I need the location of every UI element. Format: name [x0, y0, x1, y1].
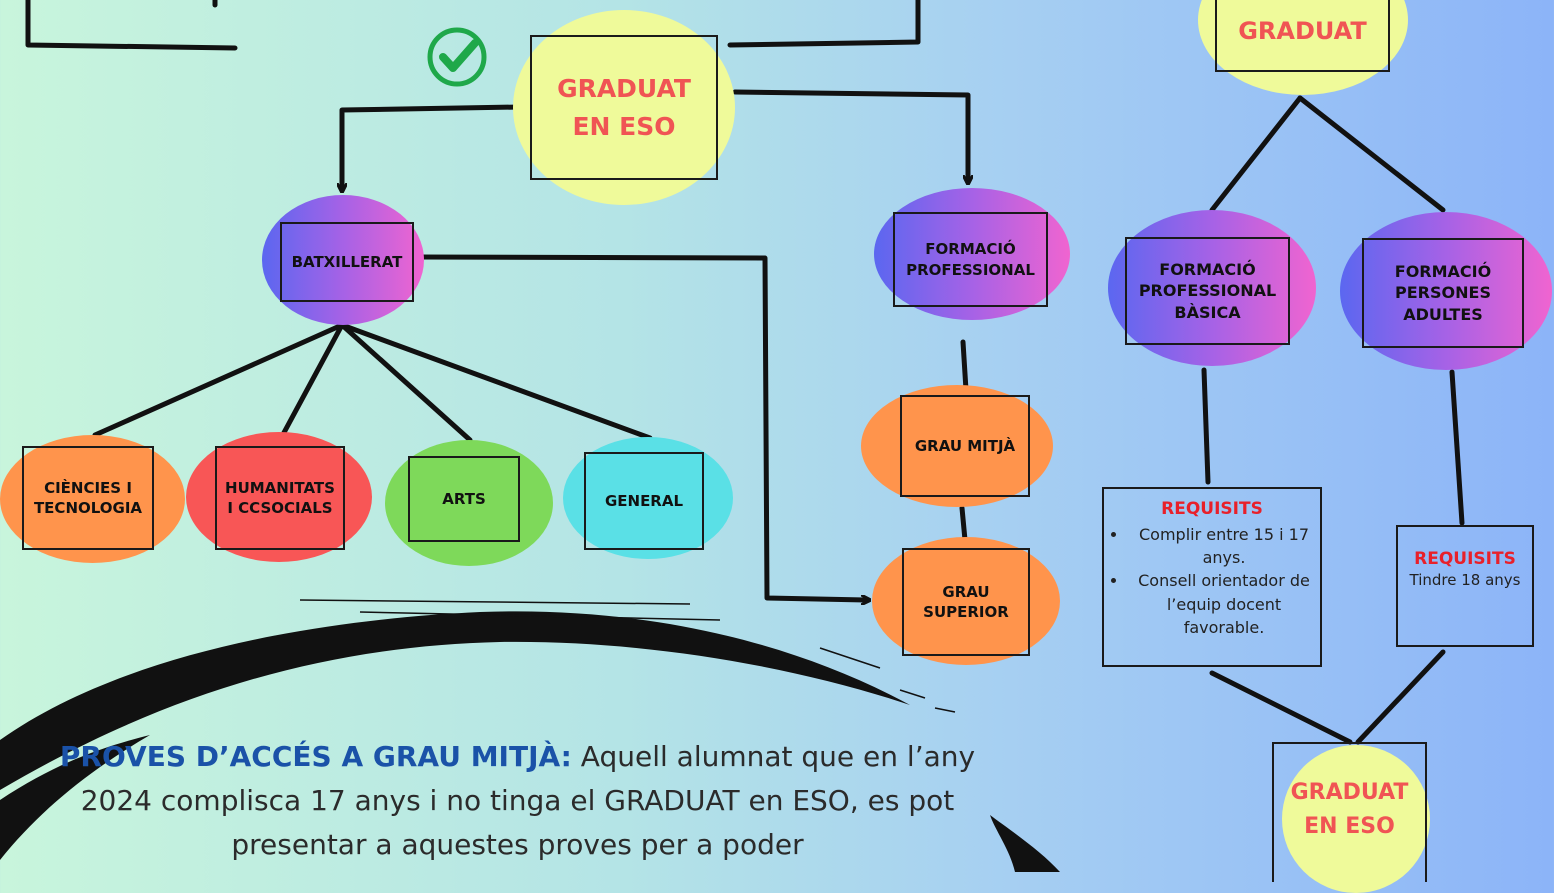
node-batxillerat-bg: [262, 195, 424, 325]
node-fp-bg: [874, 188, 1070, 320]
requisits-adults-title: REQUISITS: [1414, 549, 1516, 569]
line-to-humanitats: [277, 322, 345, 443]
node-arts: ARTS: [408, 456, 520, 542]
top-frame-left: [25, 0, 238, 51]
node-batxillerat-label: BATXILLERAT: [291, 252, 403, 271]
node-batxillerat: BATXILLERAT: [280, 222, 414, 302]
line-batx-to-gs: [415, 254, 866, 600]
node-graduat-eso-bottom: GRADUAT EN ESO: [1272, 742, 1427, 882]
requisits-fpb-list: Complir entre 15 i 17 anys. Consell orie…: [1104, 523, 1320, 639]
node-ciencies: CIÈNCIES I TECNOLOGIA: [22, 446, 154, 550]
node-grau-superior-label: GRAU SUPERIOR: [923, 582, 1009, 621]
top-frame-connector: [727, 0, 921, 48]
node-arts-label: ARTS: [442, 489, 486, 508]
node-humanitats-label: HUMANITATS I CCSOCIALS: [225, 478, 335, 517]
line-gm-to-gs: [959, 505, 968, 543]
node-graduat-eso-bottom-label: GRADUAT EN ESO: [1290, 780, 1409, 839]
proves-acces-title: PROVES D’ACCÉS A GRAU MITJÀ:: [59, 740, 572, 773]
node-humanitats: HUMANITATS I CCSOCIALS: [215, 446, 345, 550]
node-top-graduat: GRADUAT: [1215, 0, 1390, 72]
requisits-fpb-item: Consell orientador de l’equip docent fav…: [1128, 569, 1320, 639]
line-to-general: [339, 322, 653, 441]
node-graduat-eso-bottom-bg: [1282, 745, 1430, 893]
requisits-adults-box: REQUISITS Tindre 18 anys: [1396, 525, 1534, 647]
requisits-fpb-title: REQUISITS: [1161, 499, 1263, 519]
line-fp-to-gm: [960, 339, 969, 393]
line-adults-to-req: [1449, 369, 1465, 526]
line-fpb-to-req: [1201, 367, 1211, 485]
node-general: GENERAL: [584, 452, 704, 550]
node-adults-label: FORMACIÓ PERSONES ADULTES: [1394, 261, 1492, 324]
node-general-bg: [563, 437, 733, 559]
node-adults: FORMACIÓ PERSONES ADULTES: [1362, 238, 1524, 348]
node-graduat-eso: GRADUAT EN ESO: [530, 35, 718, 180]
node-arts-bg: [385, 440, 553, 566]
line-to-ciencies: [92, 322, 345, 438]
node-grau-mitja-bg: [861, 385, 1053, 507]
requisits-adults-text: Tindre 18 anys: [1409, 571, 1521, 589]
node-fpb-bg: [1108, 210, 1316, 366]
node-top-graduat-label: GRADUAT: [1238, 17, 1367, 45]
line-to-arts: [339, 322, 473, 443]
requisits-fpb-box: REQUISITS Complir entre 15 i 17 anys. Co…: [1102, 487, 1322, 667]
node-graduat-eso-bg: [513, 10, 735, 205]
connector-lines: [0, 0, 1465, 872]
node-fpb-label: FORMACIÓ PROFESSIONAL BÀSICA: [1138, 259, 1277, 322]
node-graduat-eso-label: GRADUAT EN ESO: [557, 73, 691, 141]
line-graduat-right: [1297, 95, 1446, 213]
line-graduat-left: [1209, 95, 1303, 213]
line-to-batxillerat: [342, 104, 523, 188]
node-ciencies-bg: [0, 435, 185, 563]
node-grau-mitja-label: GRAU MITJÀ: [914, 436, 1016, 455]
brush-stroke: [0, 611, 1060, 872]
check-circle-icon: [427, 27, 487, 87]
line-req-to-eso-left: [1209, 670, 1353, 745]
node-general-label: GENERAL: [604, 491, 684, 510]
proves-acces-body: Aquell alumnat que en l’any 2024 complis…: [80, 740, 976, 861]
node-grau-superior: GRAU SUPERIOR: [902, 548, 1030, 656]
node-fp-label: FORMACIÓ PROFESSIONAL: [906, 240, 1035, 279]
line-to-fp: [732, 89, 968, 180]
requisits-fpb-item: Complir entre 15 i 17 anys.: [1128, 523, 1320, 569]
proves-acces-text: PROVES D’ACCÉS A GRAU MITJÀ: Aquell alum…: [55, 735, 980, 867]
node-ciencies-label: CIÈNCIES I TECNOLOGIA: [33, 478, 143, 517]
node-fpb: FORMACIÓ PROFESSIONAL BÀSICA: [1125, 237, 1290, 345]
node-grau-mitja: GRAU MITJÀ: [900, 395, 1030, 497]
node-humanitats-bg: [186, 432, 372, 562]
line-req-to-eso-right: [1355, 649, 1446, 745]
node-fp: FORMACIÓ PROFESSIONAL: [893, 212, 1048, 307]
